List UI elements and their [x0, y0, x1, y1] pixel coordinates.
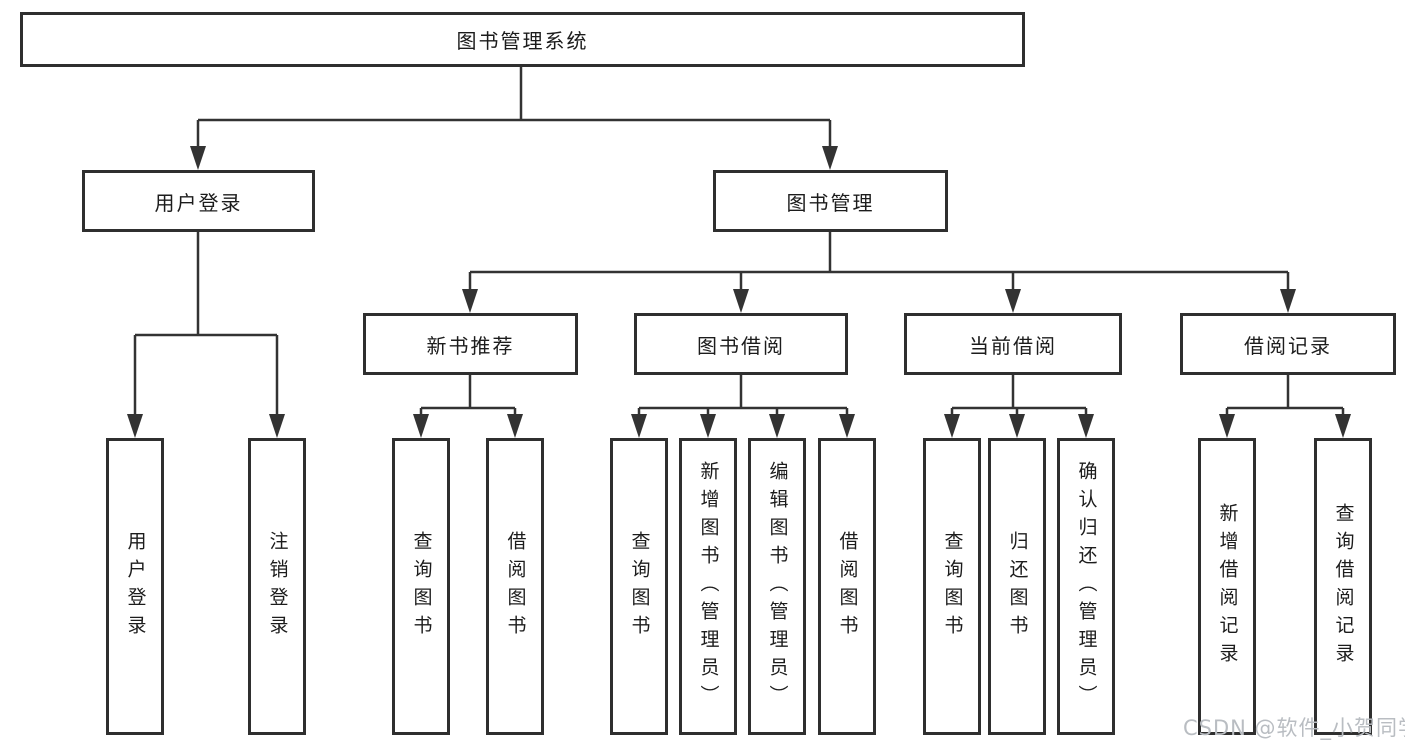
leaf-borrow-add-books-admin: 新增图书（管理员）	[679, 438, 737, 735]
node-current-borrow: 当前借阅	[904, 313, 1122, 375]
leaf-current-confirm-return-admin: 确认归还（管理员）	[1057, 438, 1115, 735]
connector-lines	[133, 67, 1345, 418]
leaf-records-add-record: 新增借阅记录	[1198, 438, 1256, 735]
leaf-current-return-books: 归还图书	[988, 438, 1046, 735]
leaf-logout: 注销登录	[248, 438, 306, 735]
leaf-borrow-query-books: 查询图书	[610, 438, 668, 735]
node-book-management: 图书管理	[713, 170, 948, 232]
connector-arrowheads	[127, 146, 1351, 438]
leaf-borrow-borrow-books: 借阅图书	[818, 438, 876, 735]
leaf-current-query-books: 查询图书	[923, 438, 981, 735]
node-book-borrow: 图书借阅	[634, 313, 848, 375]
node-new-book-recommend: 新书推荐	[363, 313, 578, 375]
leaf-recommend-query-books: 查询图书	[392, 438, 450, 735]
leaf-recommend-borrow-books: 借阅图书	[486, 438, 544, 735]
node-borrow-records: 借阅记录	[1180, 313, 1396, 375]
node-user-login: 用户登录	[82, 170, 315, 232]
csdn-watermark: CSDN @软件_小贺同学	[1183, 716, 1405, 740]
leaf-records-query-record: 查询借阅记录	[1314, 438, 1372, 735]
leaf-borrow-edit-books-admin: 编辑图书（管理员）	[748, 438, 806, 735]
node-root-system: 图书管理系统	[20, 12, 1025, 67]
leaf-user-login: 用户登录	[106, 438, 164, 735]
